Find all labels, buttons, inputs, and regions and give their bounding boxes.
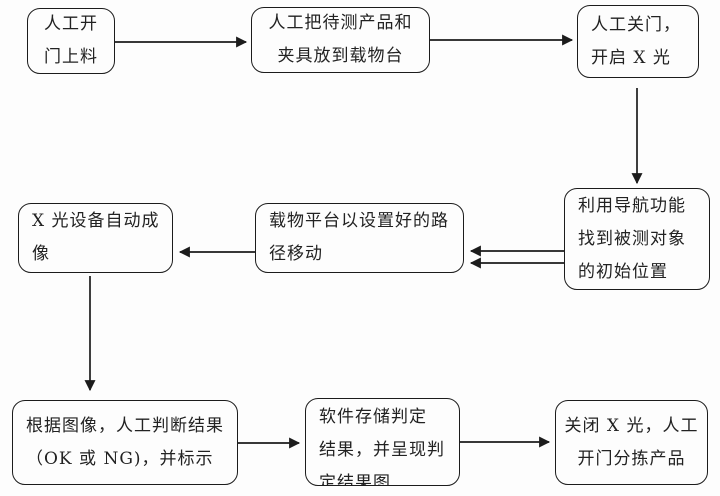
- flow-node-xray-off-sort-product: 关闭 X 光，人工 开门分拣产品: [555, 400, 708, 485]
- flow-node-xray-auto-imaging: X 光设备自动成 像: [18, 203, 173, 273]
- flow-node-manual-judge-result: 根据图像，人工判断结果 （OK 或 NG)，并标示: [12, 400, 238, 485]
- flow-node-navigate-initial-position: 利用导航功能 找到被测对象 的初始位置: [564, 188, 710, 290]
- flow-node-place-product-on-stage: 人工把待测产品和 夹具放到载物台: [251, 7, 430, 73]
- flow-node-open-door-load: 人工开 门上料: [27, 8, 115, 74]
- flow-node-software-store-result: 软件存储判定 结果，并呈现判 定结果图: [305, 398, 460, 486]
- flow-node-close-door-xray-on: 人工关门， 开启 X 光: [577, 5, 699, 78]
- flow-node-stage-move-set-path: 载物平台以设置好的路 径移动: [255, 203, 464, 273]
